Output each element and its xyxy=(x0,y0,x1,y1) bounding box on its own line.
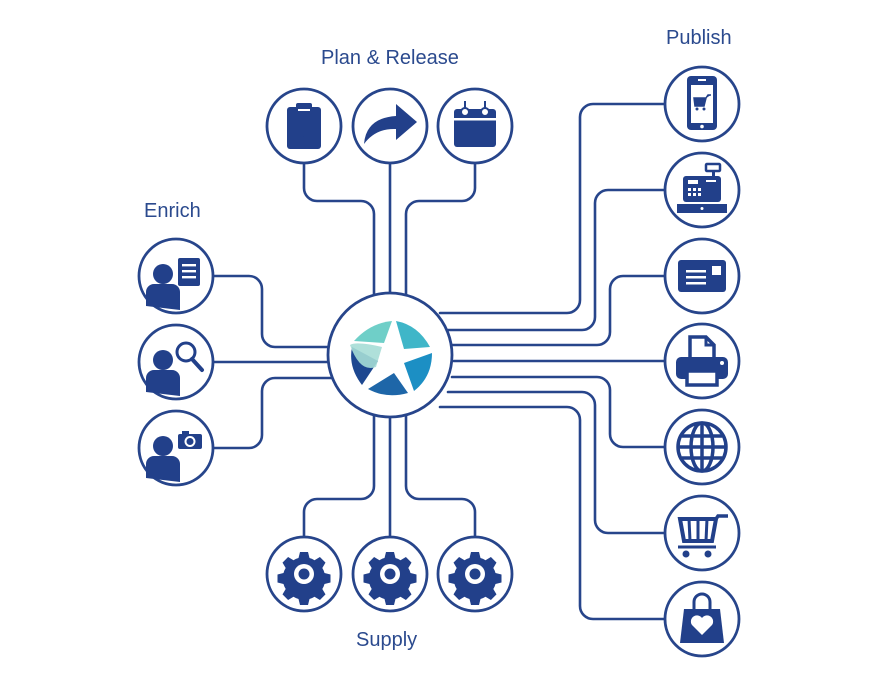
plan-release-title: Plan & Release xyxy=(321,47,459,69)
shopping-cart-icon xyxy=(677,514,728,558)
node-gear-3[interactable] xyxy=(436,535,514,613)
node-shopping-bag[interactable] xyxy=(663,580,741,658)
gear-icon xyxy=(448,552,502,605)
connector-publish-6 xyxy=(446,390,667,535)
node-calendar[interactable] xyxy=(436,87,514,165)
shopping-bag-heart-icon xyxy=(680,592,724,643)
calendar-icon xyxy=(454,101,496,147)
person-camera-icon xyxy=(146,431,202,482)
connector-enrich-3 xyxy=(211,376,333,450)
publish-title: Publish xyxy=(666,27,732,49)
mobile-shop-icon xyxy=(687,76,717,130)
connectors xyxy=(211,102,667,621)
connector-supply-1 xyxy=(302,411,376,539)
enrich-title: Enrich xyxy=(144,200,201,222)
gear-icon xyxy=(363,552,417,605)
node-clipboard-check[interactable] xyxy=(265,87,343,165)
node-gear-2[interactable] xyxy=(351,535,429,613)
person-search-icon xyxy=(146,341,204,396)
cash-register-icon xyxy=(677,162,727,213)
connector-publish-1 xyxy=(438,102,667,315)
node-gear-1[interactable] xyxy=(265,535,343,613)
connector-plan-1 xyxy=(302,161,376,298)
node-person-document[interactable] xyxy=(137,237,215,315)
node-person-camera[interactable] xyxy=(137,409,215,487)
supply-title: Supply xyxy=(356,629,418,651)
forward-arrow-icon xyxy=(364,104,417,144)
gear-icon xyxy=(277,552,331,605)
clipboard-check-icon xyxy=(287,103,321,149)
node-shopping-cart[interactable] xyxy=(663,494,741,572)
node-person-search[interactable] xyxy=(137,323,215,401)
node-mobile-shop[interactable] xyxy=(663,65,741,143)
connector-publish-5 xyxy=(450,375,667,449)
printer-icon xyxy=(676,335,728,387)
node-forward[interactable] xyxy=(351,87,429,165)
globe-icon xyxy=(676,421,728,473)
connector-publish-3 xyxy=(450,274,667,347)
node-cash-register[interactable] xyxy=(663,151,741,229)
connector-supply-3 xyxy=(404,411,477,539)
hub-node[interactable] xyxy=(326,291,454,419)
aperture-logo-icon xyxy=(350,321,432,396)
connector-publish-2 xyxy=(446,188,667,332)
person-document-icon xyxy=(146,258,200,310)
connector-publish-7 xyxy=(438,405,667,621)
node-printer[interactable] xyxy=(663,322,741,400)
connector-enrich-1 xyxy=(211,274,333,349)
connector-plan-3 xyxy=(404,161,477,298)
node-globe[interactable] xyxy=(663,408,741,486)
mail-icon xyxy=(678,260,726,292)
node-mail[interactable] xyxy=(663,237,741,315)
